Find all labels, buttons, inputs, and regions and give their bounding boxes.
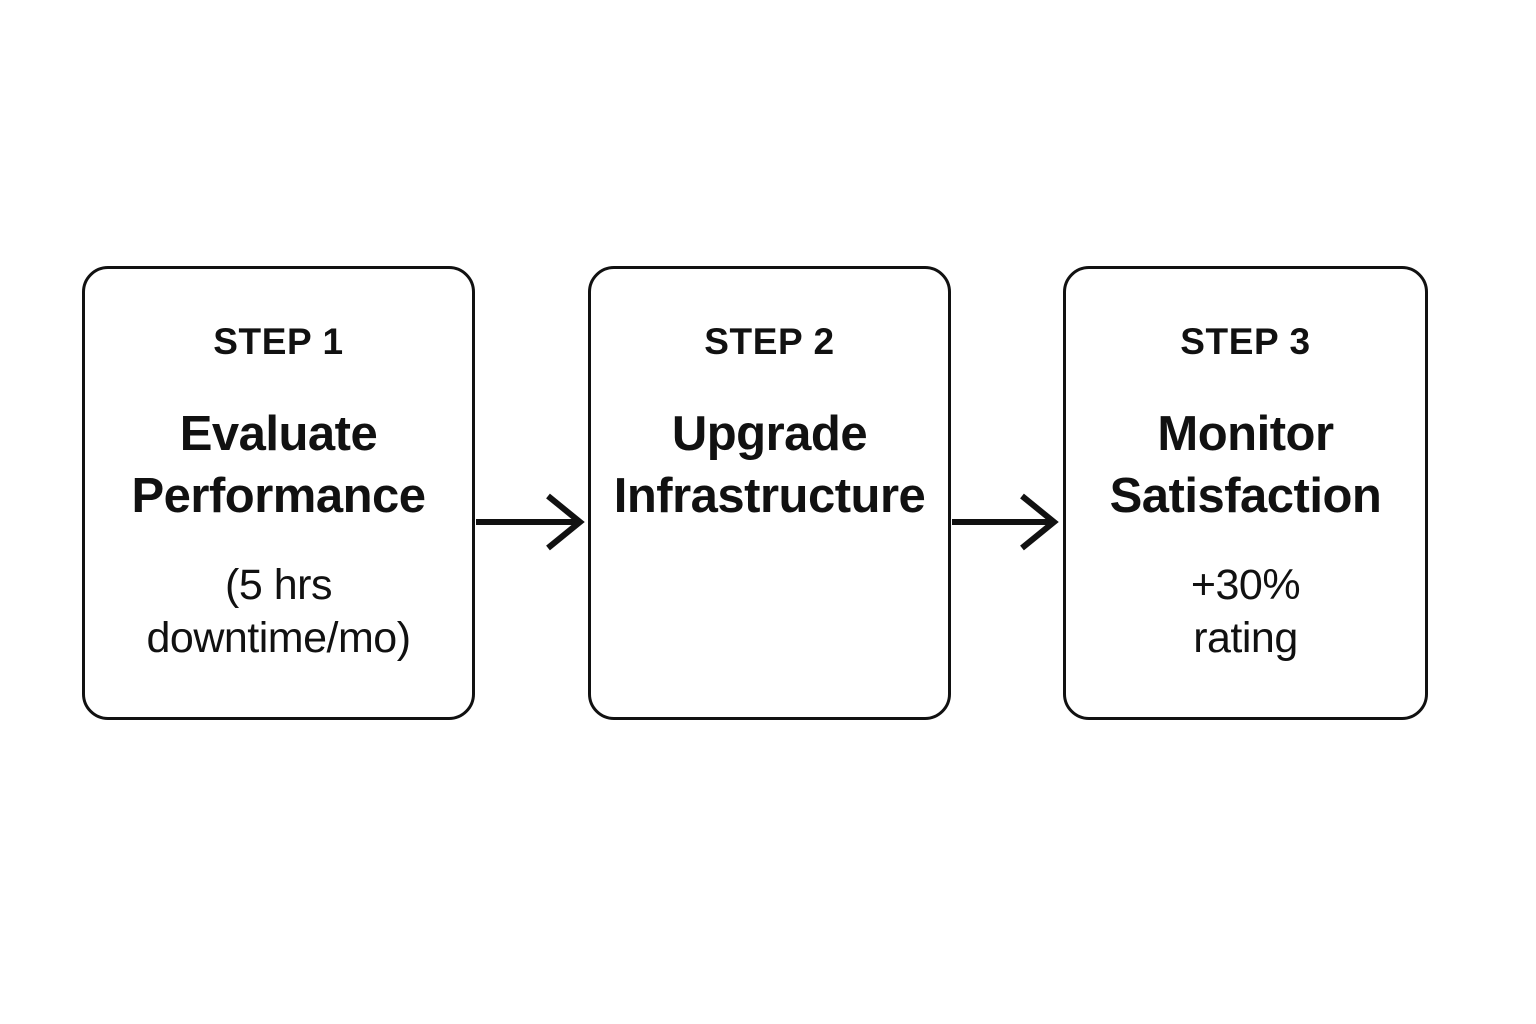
step-sub-3: +30% rating xyxy=(1190,561,1301,662)
step-title-1: Evaluate Performance xyxy=(131,407,426,523)
step-box-3[interactable]: STEP 3 Monitor Satisfaction +30% rating xyxy=(1063,266,1428,720)
process-flow: STEP 1 Evaluate Performance (5 hrs downt… xyxy=(0,266,1536,724)
step-title-3: Monitor Satisfaction xyxy=(1109,407,1382,523)
step-title-2: Upgrade Infrastructure xyxy=(613,407,926,523)
arrow-step1-to-step2 xyxy=(474,493,590,556)
step-box-2[interactable]: STEP 2 Upgrade Infrastructure xyxy=(588,266,951,720)
arrow-step2-to-step3 xyxy=(950,493,1064,556)
step-box-1[interactable]: STEP 1 Evaluate Performance (5 hrs downt… xyxy=(82,266,475,720)
step-label-2: STEP 2 xyxy=(704,321,835,362)
step-sub-1: (5 hrs downtime/mo) xyxy=(146,561,411,662)
step-label-3: STEP 3 xyxy=(1180,321,1311,362)
step-label-1: STEP 1 xyxy=(213,321,344,362)
